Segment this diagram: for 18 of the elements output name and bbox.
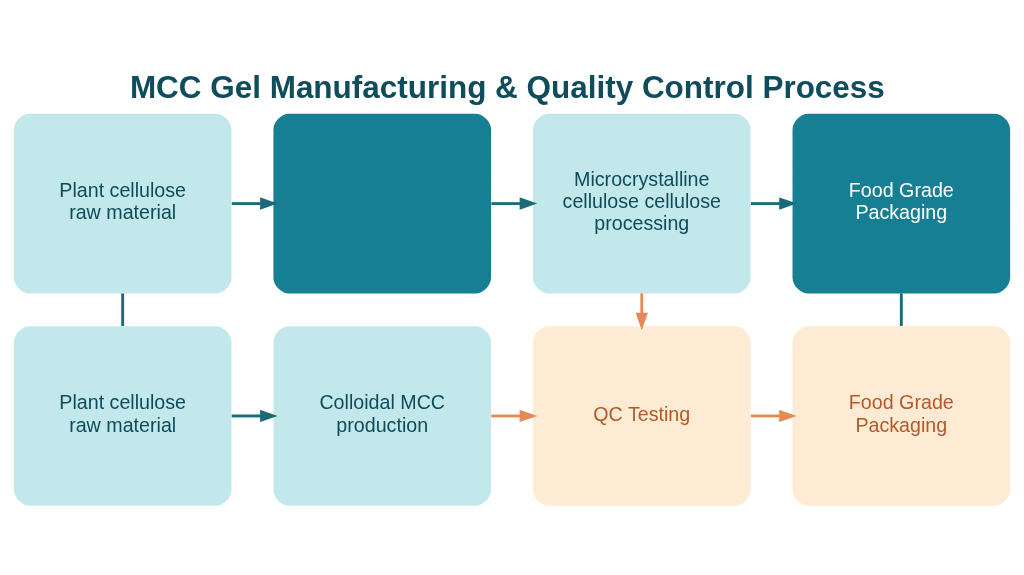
arrow (491, 409, 538, 423)
connector (121, 293, 125, 326)
arrow (491, 197, 538, 210)
diagram-title: MCC Gel Manufacturing & Quality Control Process (129, 70, 885, 106)
arrow (635, 293, 648, 331)
node-box: Plant cellulose raw material (13, 113, 232, 294)
node-box: Food Grade Packaging (792, 113, 1011, 294)
node-box: Plant cellulose raw material (13, 326, 232, 506)
connector (899, 293, 903, 326)
arrow (750, 409, 797, 423)
node-box: Microcrystalline cellulose cellulose processing (532, 113, 751, 294)
node-box (273, 113, 492, 294)
node-box: Food Grade Packaging (792, 326, 1011, 506)
arrow (231, 197, 278, 210)
node-box: Colloidal MCC production (273, 326, 492, 506)
arrow (231, 409, 278, 423)
arrow (750, 197, 797, 210)
node-box: QC Testing (532, 326, 751, 506)
